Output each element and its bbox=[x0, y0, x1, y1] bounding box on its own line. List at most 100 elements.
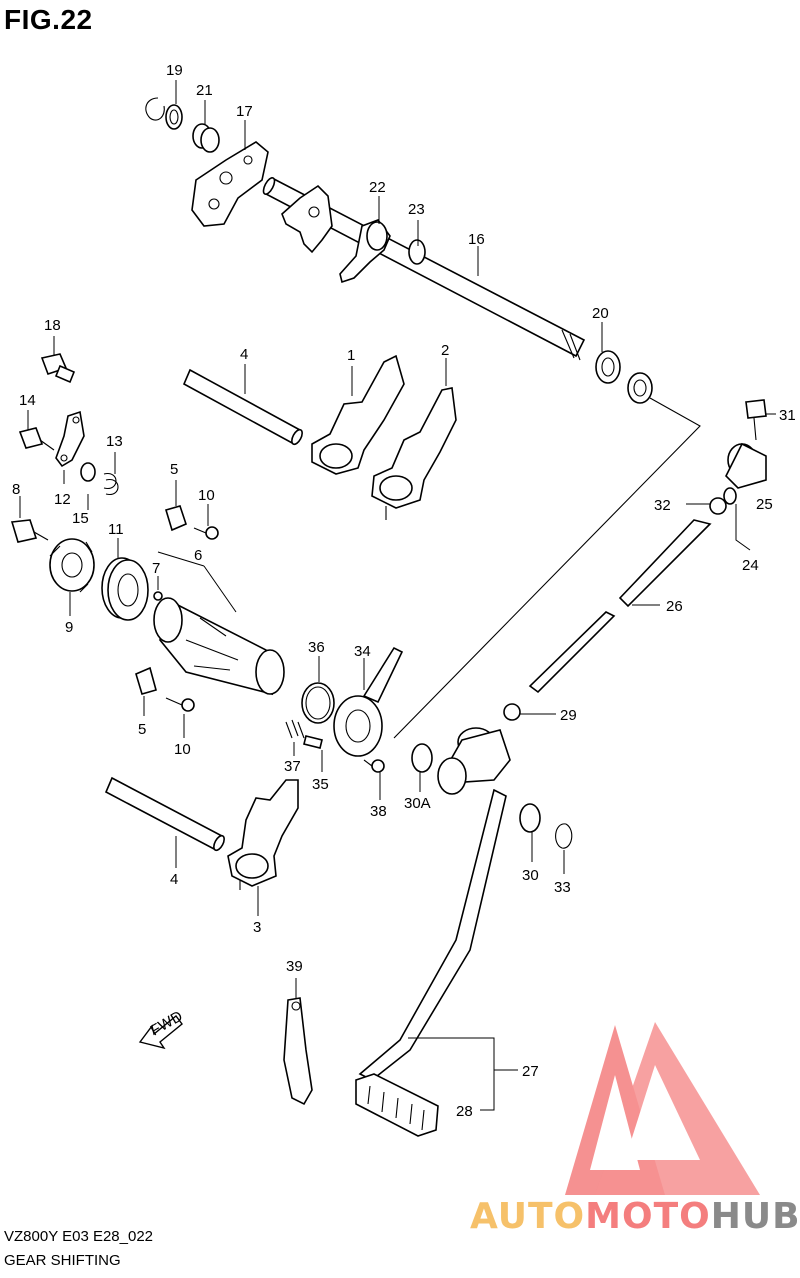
watermark-auto: AUTO bbox=[470, 1196, 586, 1237]
screw-10-top bbox=[193, 526, 219, 540]
callout-8: 8 bbox=[12, 481, 20, 498]
nut-32 bbox=[709, 487, 737, 515]
callout-31: 31 bbox=[779, 407, 796, 424]
callout-20: 20 bbox=[592, 305, 609, 322]
callout-12: 12 bbox=[54, 491, 71, 508]
shift-fork-3 bbox=[227, 779, 299, 890]
washer-15 bbox=[80, 462, 96, 482]
gearshift-arm-34 bbox=[333, 646, 404, 757]
callout-9: 9 bbox=[65, 619, 73, 636]
collar-23 bbox=[408, 239, 426, 265]
callout-17: 17 bbox=[236, 103, 253, 120]
callout-32: 32 bbox=[654, 497, 671, 514]
callout-38: 38 bbox=[370, 803, 387, 820]
callout-33: 33 bbox=[554, 879, 571, 896]
callout-2: 2 bbox=[441, 342, 449, 359]
plate-5-bottom bbox=[135, 666, 157, 695]
spring-37 bbox=[285, 719, 305, 739]
shift-lever-piece bbox=[281, 184, 333, 254]
callout-37: 37 bbox=[284, 758, 301, 775]
cam-9 bbox=[49, 538, 95, 593]
fork-shaft-4-bottom bbox=[104, 776, 225, 852]
watermark-logo bbox=[565, 1022, 760, 1195]
shift-drum-6 bbox=[153, 597, 285, 696]
pin-35 bbox=[303, 735, 323, 749]
callout-18: 18 bbox=[44, 317, 61, 334]
callout-19: 19 bbox=[166, 62, 183, 79]
bracket-39 bbox=[283, 997, 313, 1106]
screw-10-bottom bbox=[165, 697, 195, 712]
callout-10-bottom: 10 bbox=[174, 741, 191, 758]
callout-25: 25 bbox=[756, 496, 773, 513]
callout-11: 11 bbox=[108, 521, 124, 538]
pin-8 bbox=[10, 519, 49, 543]
shift-fork-2 bbox=[371, 387, 457, 520]
bolt-18 bbox=[40, 353, 76, 384]
shift-fork-1 bbox=[311, 354, 405, 475]
leader-lines bbox=[19, 80, 776, 1111]
link-rod-lower bbox=[528, 611, 616, 694]
callout-labels: 19 21 17 22 23 16 20 18 4 1 2 14 13 8 12… bbox=[12, 62, 796, 1120]
callout-34: 34 bbox=[354, 643, 371, 660]
stopper-arm-12 bbox=[55, 410, 85, 468]
bolt-14 bbox=[18, 427, 55, 451]
arm-22 bbox=[339, 219, 391, 284]
bearing-11 bbox=[101, 557, 149, 621]
callout-4-bottom: 4 bbox=[170, 871, 178, 888]
shift-pedal-27 bbox=[358, 727, 511, 1081]
bushing-21 bbox=[192, 123, 220, 153]
screw-38 bbox=[363, 759, 385, 773]
callout-1: 1 bbox=[347, 347, 355, 364]
callout-4-top: 4 bbox=[240, 346, 248, 363]
callout-13: 13 bbox=[106, 433, 123, 450]
nut-29 bbox=[503, 703, 521, 721]
o-ring-36 bbox=[301, 682, 335, 724]
figure-caption: GEAR SHIFTING bbox=[4, 1252, 121, 1269]
pin-7 bbox=[153, 591, 163, 601]
bolt-31 bbox=[745, 399, 767, 441]
watermark-text: AUTOMOTOHUB bbox=[470, 1196, 800, 1237]
callout-39: 39 bbox=[286, 958, 303, 975]
callout-5-bottom: 5 bbox=[138, 721, 146, 738]
footrest-rubber-28 bbox=[355, 1073, 439, 1137]
callout-16: 16 bbox=[468, 231, 485, 248]
watermark-hub: HUB bbox=[710, 1196, 800, 1237]
callout-29: 29 bbox=[560, 707, 577, 724]
oil-seal-20 bbox=[595, 350, 653, 404]
callout-36: 36 bbox=[308, 639, 325, 656]
circlip-33 bbox=[555, 823, 573, 849]
circlip-19 bbox=[145, 97, 183, 130]
plate-17 bbox=[191, 141, 269, 227]
callout-21: 21 bbox=[196, 82, 213, 99]
callout-6: 6 bbox=[194, 547, 202, 564]
callout-35: 35 bbox=[312, 776, 329, 793]
callout-30a: 30A bbox=[404, 795, 431, 812]
figure-title: FIG.22 bbox=[4, 4, 93, 35]
washer-30a bbox=[411, 743, 433, 773]
callout-24: 24 bbox=[742, 557, 759, 574]
callout-22: 22 bbox=[369, 179, 386, 196]
watermark-moto: MOTO bbox=[585, 1196, 711, 1237]
fork-shaft-4-top bbox=[182, 368, 303, 446]
callout-10-top: 10 bbox=[198, 487, 215, 504]
callout-28: 28 bbox=[456, 1103, 473, 1120]
fwd-arrow-icon: FWD bbox=[138, 1008, 186, 1050]
callout-30: 30 bbox=[522, 867, 539, 884]
rod-end-25 bbox=[725, 442, 767, 489]
plate-5-top bbox=[165, 505, 187, 532]
callout-7: 7 bbox=[152, 560, 160, 577]
callout-26: 26 bbox=[666, 598, 683, 615]
callout-5-top: 5 bbox=[170, 461, 178, 478]
callout-15: 15 bbox=[72, 510, 89, 527]
callout-14: 14 bbox=[19, 392, 36, 409]
link-path-line bbox=[393, 397, 701, 739]
model-code: VZ800Y E03 E28_022 bbox=[4, 1228, 154, 1245]
callout-23: 23 bbox=[408, 201, 425, 218]
link-rod-26 bbox=[618, 519, 712, 608]
callout-27: 27 bbox=[522, 1063, 539, 1080]
callout-3: 3 bbox=[253, 919, 261, 936]
washer-30 bbox=[519, 803, 541, 833]
spring-13 bbox=[103, 473, 119, 495]
